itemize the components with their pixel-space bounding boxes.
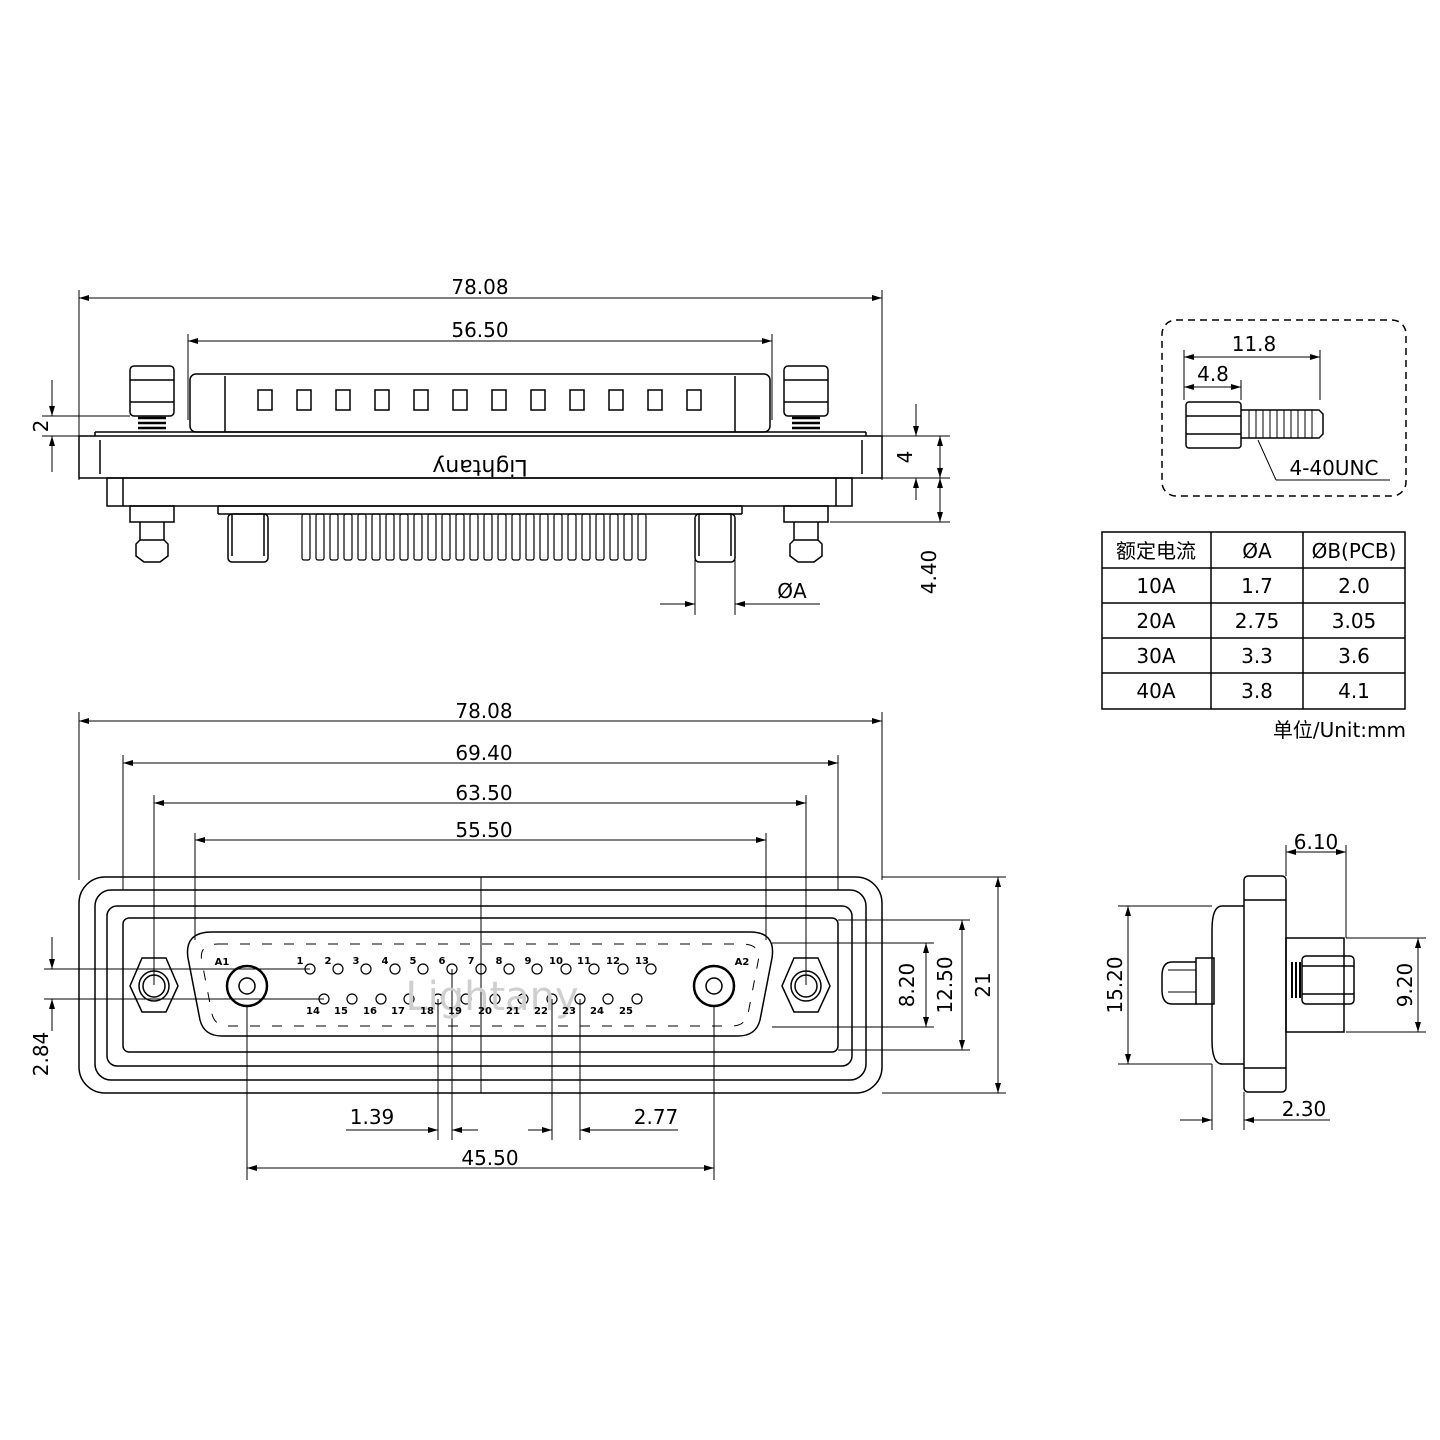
dim-bottom-offset: 2.84	[29, 1032, 53, 1077]
table-cell: 1.7	[1241, 574, 1273, 598]
dim-height-total: 21	[971, 972, 995, 997]
shell-window-row	[257, 389, 702, 411]
table-header: ØB(PCB)	[1312, 539, 1397, 563]
face-view	[44, 712, 1006, 1180]
pin-holes-top	[304, 963, 657, 975]
table-cell: 3.05	[1332, 609, 1377, 633]
dim-flange-offset: 2	[29, 420, 53, 433]
side-depth: 6.10	[1294, 830, 1339, 854]
pin-label: 14	[306, 1006, 320, 1017]
dim-pin-pitch-2: 2.77	[634, 1105, 679, 1129]
pin-label: 22	[534, 1006, 548, 1017]
dim-mount-hole-pitch: 63.50	[455, 781, 512, 805]
watermark: Lightany	[405, 974, 578, 1020]
dim-body-width: 56.50	[451, 318, 508, 342]
signal-pin-tails	[301, 513, 647, 561]
dim-height-shell: 12.50	[933, 956, 957, 1013]
pin-label: 8	[496, 956, 503, 967]
dim-height-inner: 8.20	[895, 963, 919, 1008]
pin-labels-top: 1 2 3 4 5 6 7 8 9 10 11 12 13	[297, 956, 649, 967]
pin-label: 16	[363, 1006, 377, 1017]
side-height-inner: 9.20	[1393, 963, 1417, 1008]
unit-note: 单位/Unit:mm	[1273, 718, 1406, 742]
pin-label: 20	[478, 1006, 492, 1017]
table-header: 额定电流	[1116, 539, 1196, 563]
table-cell: 3.6	[1338, 644, 1370, 668]
pin-label: 13	[635, 956, 649, 967]
front-view	[42, 290, 950, 615]
pin-label: 11	[577, 956, 591, 967]
pin-label: 17	[391, 1006, 405, 1017]
table-header: ØA	[1242, 539, 1272, 563]
table-cell: 2.0	[1338, 574, 1370, 598]
contact-label-a1: A1	[215, 957, 230, 968]
screw-total-length: 11.8	[1232, 332, 1277, 356]
table-cell: 4.1	[1338, 679, 1370, 703]
table-cell: 20A	[1136, 609, 1175, 633]
pin-label: 1	[297, 956, 304, 967]
pin-label: 2	[325, 956, 332, 967]
dim-width-69: 69.40	[455, 741, 512, 765]
pin-label: 24	[590, 1006, 604, 1017]
dim-shell-width: 55.50	[455, 818, 512, 842]
table-cell: 2.75	[1235, 609, 1280, 633]
pin-labels-bottom: 14 15 16 17 18 19 20 21 22 23 24 25	[306, 1006, 633, 1017]
brand-mark: Lightany	[432, 454, 527, 479]
screw-detail	[1161, 319, 1407, 497]
table-cell: 3.8	[1241, 679, 1273, 703]
pin-label: 19	[448, 1006, 462, 1017]
dim-large-contact-pitch: 45.50	[461, 1146, 518, 1170]
screw-thread-label: 4-40UNC	[1290, 456, 1379, 480]
side-view	[1118, 845, 1426, 1130]
dim-phi-a: ØA	[777, 579, 807, 603]
table-cell: 10A	[1136, 574, 1175, 598]
pin-label: 18	[420, 1006, 434, 1017]
pin-label: 9	[525, 956, 532, 967]
pin-label: 7	[468, 956, 475, 967]
screw-hex-length: 4.8	[1197, 362, 1229, 386]
pin-label: 5	[410, 956, 417, 967]
dim-overall-width-top: 78.08	[451, 275, 508, 299]
spec-table	[1101, 531, 1406, 710]
dim-flange-thickness: 4	[893, 451, 917, 464]
contact-label-a2: A2	[735, 957, 750, 968]
dim-pin-pitch-1: 1.39	[350, 1105, 395, 1129]
dim-pin-length: 4.40	[917, 550, 941, 595]
pin-label: 10	[549, 956, 563, 967]
pin-label: 3	[353, 956, 360, 967]
pin-label: 6	[439, 956, 446, 967]
table-cell: 30A	[1136, 644, 1175, 668]
pin-label: 12	[606, 956, 620, 967]
table-cell: 3.3	[1241, 644, 1273, 668]
pin-label: 15	[334, 1006, 348, 1017]
side-thickness: 2.30	[1282, 1097, 1327, 1121]
pin-label: 4	[382, 956, 389, 967]
dim-overall-width-face: 78.08	[455, 699, 512, 723]
pin-label: 23	[562, 1006, 576, 1017]
pin-label: 25	[619, 1006, 633, 1017]
side-height-outer: 15.20	[1103, 956, 1127, 1013]
pin-label: 21	[506, 1006, 520, 1017]
table-cell: 40A	[1136, 679, 1175, 703]
